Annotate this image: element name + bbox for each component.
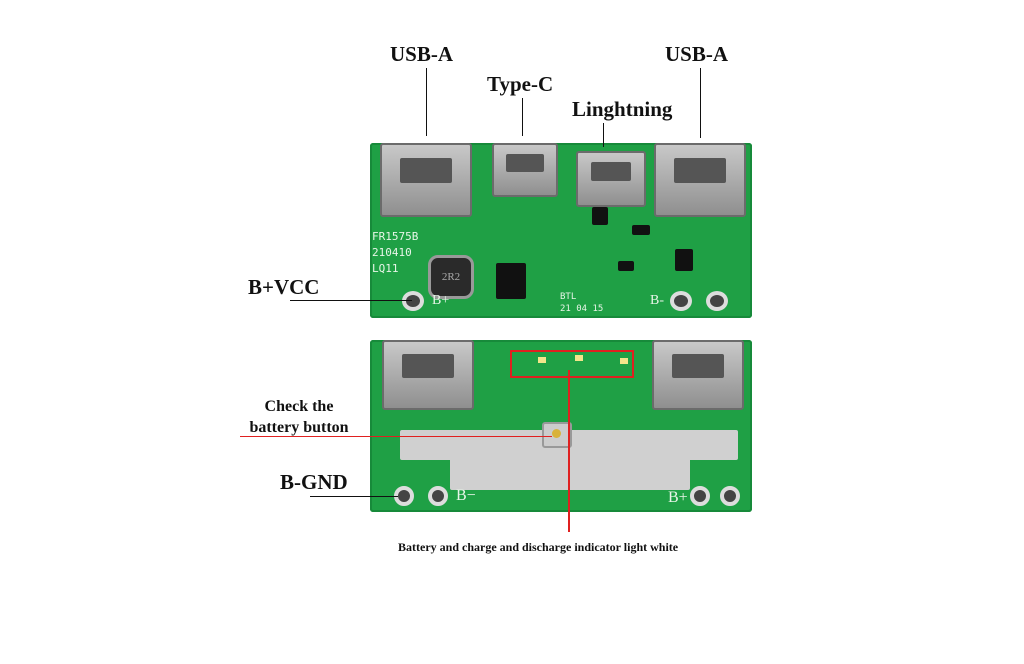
indicator-led <box>620 358 628 364</box>
leader-line-red <box>240 436 552 437</box>
pcb-board-top: FR1575B 210410 LQ11 2R2 B+ BTL 21 04 15 … <box>370 143 752 318</box>
b-minus-label: B− <box>456 487 476 504</box>
leader-line-red <box>568 370 570 532</box>
mounting-hole <box>402 291 424 311</box>
callout-check-battery-line1: Check the <box>264 398 334 415</box>
battery-contact-strip <box>450 458 690 490</box>
silkscreen-lot: LQ11 <box>372 262 399 275</box>
b-plus-label: B+ <box>668 489 688 506</box>
transistor <box>632 225 650 235</box>
callout-type-c: Type-C <box>487 72 554 96</box>
leader-line <box>426 68 427 136</box>
indicator-led <box>538 357 546 363</box>
inductor: 2R2 <box>428 255 474 299</box>
mounting-hole <box>428 486 448 506</box>
button-cap <box>552 429 561 438</box>
b-minus-label: B- <box>650 293 664 308</box>
mounting-hole <box>720 486 740 506</box>
callout-usb-a-right: USB-A <box>665 42 729 66</box>
type-c-port <box>492 143 558 197</box>
ic-chip <box>592 207 608 225</box>
callout-b-gnd: B-GND <box>280 470 348 494</box>
b-plus-label: B+ <box>432 293 450 308</box>
leader-line <box>290 300 412 301</box>
mounting-hole <box>706 291 728 311</box>
lightning-port <box>576 151 646 207</box>
usb-a-port-left <box>382 340 474 410</box>
mounting-hole <box>670 291 692 311</box>
usb-a-port-right <box>652 340 744 410</box>
usb-a-port-left <box>380 143 472 217</box>
date-code: BTL 21 04 15 <box>560 292 604 314</box>
callout-b-vcc: B+VCC <box>248 275 320 299</box>
inductor-label: 2R2 <box>441 271 461 283</box>
leader-line <box>700 68 701 138</box>
silkscreen-model: FR1575B <box>372 230 419 243</box>
callout-indicator-light: Battery and charge and discharge indicat… <box>398 540 679 554</box>
leader-line <box>522 98 523 136</box>
indicator-highlight-box <box>510 350 634 378</box>
silkscreen-date: 210410 <box>372 246 412 259</box>
ic-chip <box>675 249 693 271</box>
indicator-led <box>575 355 583 361</box>
transistor <box>618 261 634 271</box>
callout-lightning: Linghtning <box>572 97 673 121</box>
callout-check-battery-line2: battery button <box>249 419 349 436</box>
leader-line <box>603 123 604 147</box>
callout-usb-a-left: USB-A <box>390 42 454 66</box>
ic-chip <box>496 263 526 299</box>
battery-check-button <box>542 422 572 448</box>
callout-check-battery: Check the battery button <box>240 396 358 438</box>
usb-a-port-right <box>654 143 746 217</box>
leader-line <box>310 496 398 497</box>
mounting-hole <box>690 486 710 506</box>
